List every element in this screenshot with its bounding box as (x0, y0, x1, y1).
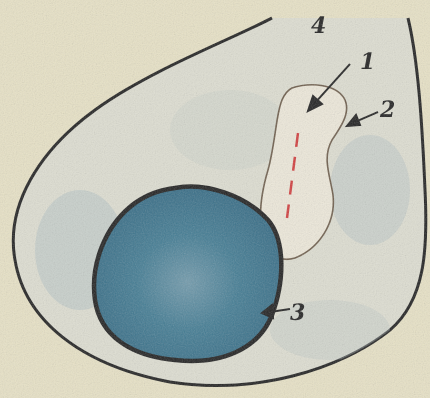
diagram-figure: 4 1 2 3 (0, 0, 430, 398)
paper-grain (0, 0, 430, 398)
diagram-canvas: 4 1 2 3 (0, 0, 430, 398)
